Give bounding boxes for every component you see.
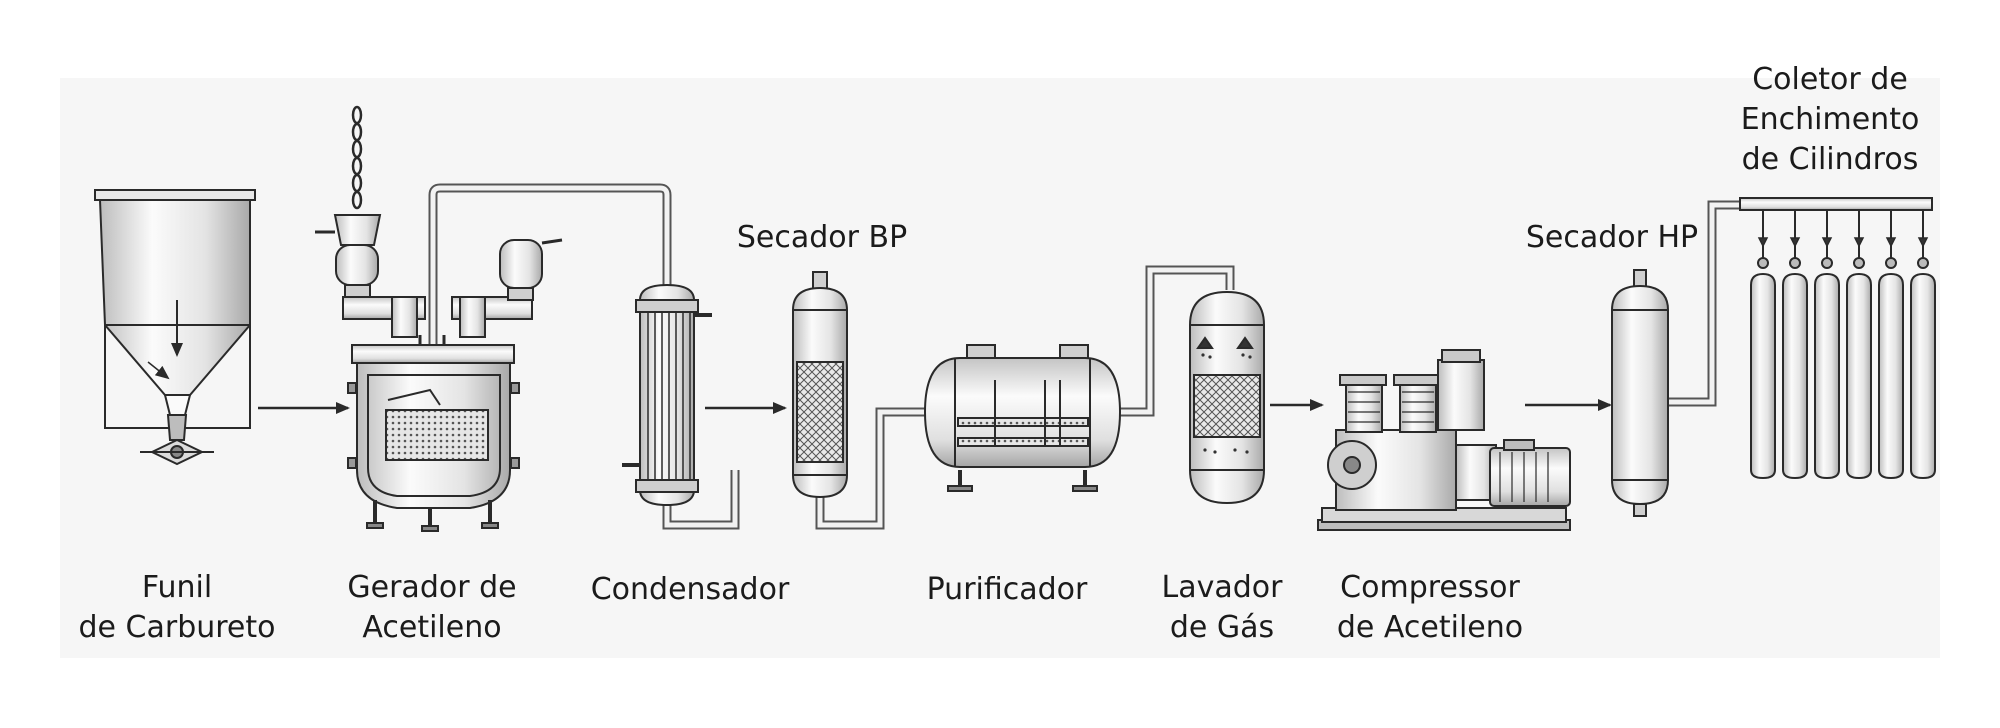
label-hopper: Funil de Carbureto xyxy=(78,570,276,645)
label-hp-dryer: Secador HP xyxy=(1525,220,1699,255)
purifier xyxy=(923,344,1122,492)
cylinder-2 xyxy=(1782,210,1808,480)
hp-dryer xyxy=(1611,269,1669,517)
cylinder-1 xyxy=(1750,210,1776,480)
carbide-hopper xyxy=(94,189,256,466)
label-generator: Gerador de Acetileno xyxy=(347,570,517,645)
flow-arrows xyxy=(258,399,1612,414)
acetylene-generator xyxy=(315,105,563,532)
lp-dryer xyxy=(792,271,848,499)
label-condenser: Condensador xyxy=(590,572,790,607)
cylinder-4 xyxy=(1846,210,1872,480)
condenser xyxy=(622,283,712,507)
hoist-chain xyxy=(351,105,363,210)
label-lp-dryer: Secador BP xyxy=(736,220,908,255)
acetylene-compressor xyxy=(1317,349,1571,531)
label-manifold: Coletor de Enchimento de Cilindros xyxy=(1740,62,1920,177)
gas-scrubber xyxy=(1189,290,1265,505)
label-compressor: Compressor de Acetileno xyxy=(1336,570,1524,645)
cylinder-6 xyxy=(1910,210,1936,480)
cylinder-manifold xyxy=(1739,197,1936,480)
label-purifier: Purificador xyxy=(926,572,1088,607)
piping xyxy=(428,183,1740,530)
cylinder-3 xyxy=(1814,210,1840,480)
label-scrubber: Lavador de Gás xyxy=(1161,570,1283,645)
cylinder-5 xyxy=(1878,210,1904,480)
